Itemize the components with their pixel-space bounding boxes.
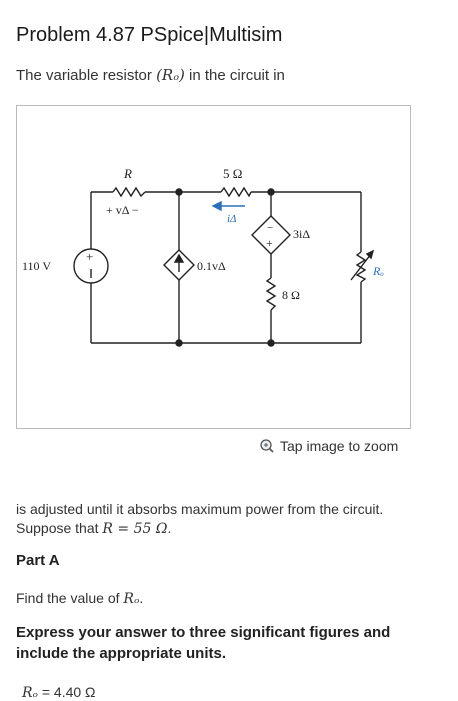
question-suffix: . <box>139 590 144 606</box>
problem-line-2-suffix: . <box>167 520 172 536</box>
answer-equals: = <box>41 684 51 700</box>
problem-title: Problem 4.87 PSpice|Multisim <box>16 24 283 46</box>
magnifier-icon <box>260 439 274 453</box>
resistor-5-ohm <box>220 186 252 198</box>
label-0-1-v-delta: 0.1vΔ <box>197 259 226 273</box>
intro-lead: The variable resistor <box>16 67 152 84</box>
label-3-i-delta: 3iΔ <box>293 227 310 241</box>
answer-value: 4.40 Ω <box>53 684 96 700</box>
node-top-middle <box>175 188 183 196</box>
dependent-voltage-source: − + <box>251 215 291 255</box>
circuit-wires <box>90 191 362 344</box>
intro-symbol: (Rₒ) <box>156 66 185 84</box>
node-bottom-right <box>267 339 275 347</box>
node-bottom-middle <box>175 339 183 347</box>
svg-text:−: − <box>267 222 273 234</box>
svg-text:+: + <box>86 249 93 264</box>
question-symbol: Rₒ <box>123 591 140 607</box>
dependent-current-source <box>163 249 195 281</box>
svg-text:+: + <box>266 236 273 250</box>
resistor-8-ohm <box>265 277 277 311</box>
voltage-source-110v: + <box>73 248 109 284</box>
part-a-heading: Part A <box>16 552 60 569</box>
label-r: R <box>123 166 132 181</box>
problem-line-2-prefix: Suppose that <box>16 520 99 536</box>
label-ro: Rₒ <box>372 264 384 278</box>
problem-statement: is adjusted until it absorbs maximum pow… <box>16 500 446 539</box>
tap-to-zoom[interactable]: Tap image to zoom <box>260 438 398 454</box>
problem-line-2: Suppose that R = 55 Ω. <box>16 519 446 539</box>
intro-text: The variable resistor (Rₒ) in the circui… <box>16 66 285 84</box>
circuit-diagram: + − + R 5 Ω + vΔ − iΔ 110 V <box>22 166 384 347</box>
label-110v: 110 V <box>22 259 51 273</box>
answer-row: Rₒ = 4.40 Ω <box>22 684 96 701</box>
problem-line-2-math: R = 55 Ω <box>102 521 168 537</box>
tap-to-zoom-label: Tap image to zoom <box>280 438 399 454</box>
question-text: Find the value of Rₒ. <box>16 590 143 607</box>
label-5-ohm: 5 Ω <box>223 166 242 181</box>
circuit-figure[interactable]: + − + R 5 Ω + vΔ − iΔ 110 V <box>16 105 411 429</box>
node-top-right <box>267 188 275 196</box>
label-i-delta: iΔ <box>227 213 237 225</box>
variable-resistor-ro <box>350 249 375 283</box>
label-8-ohm: 8 Ω <box>282 288 300 302</box>
problem-line-1: is adjusted until it absorbs maximum pow… <box>16 501 384 517</box>
question-prefix: Find the value of <box>16 590 120 606</box>
label-v-delta: + vΔ − <box>106 203 139 217</box>
intro-suffix: in the circuit in <box>189 67 285 84</box>
i-delta-arrow <box>211 200 245 212</box>
resistor-r <box>112 186 146 198</box>
answer-instructions: Express your answer to three significant… <box>16 624 391 662</box>
answer-symbol: Rₒ <box>22 685 38 701</box>
